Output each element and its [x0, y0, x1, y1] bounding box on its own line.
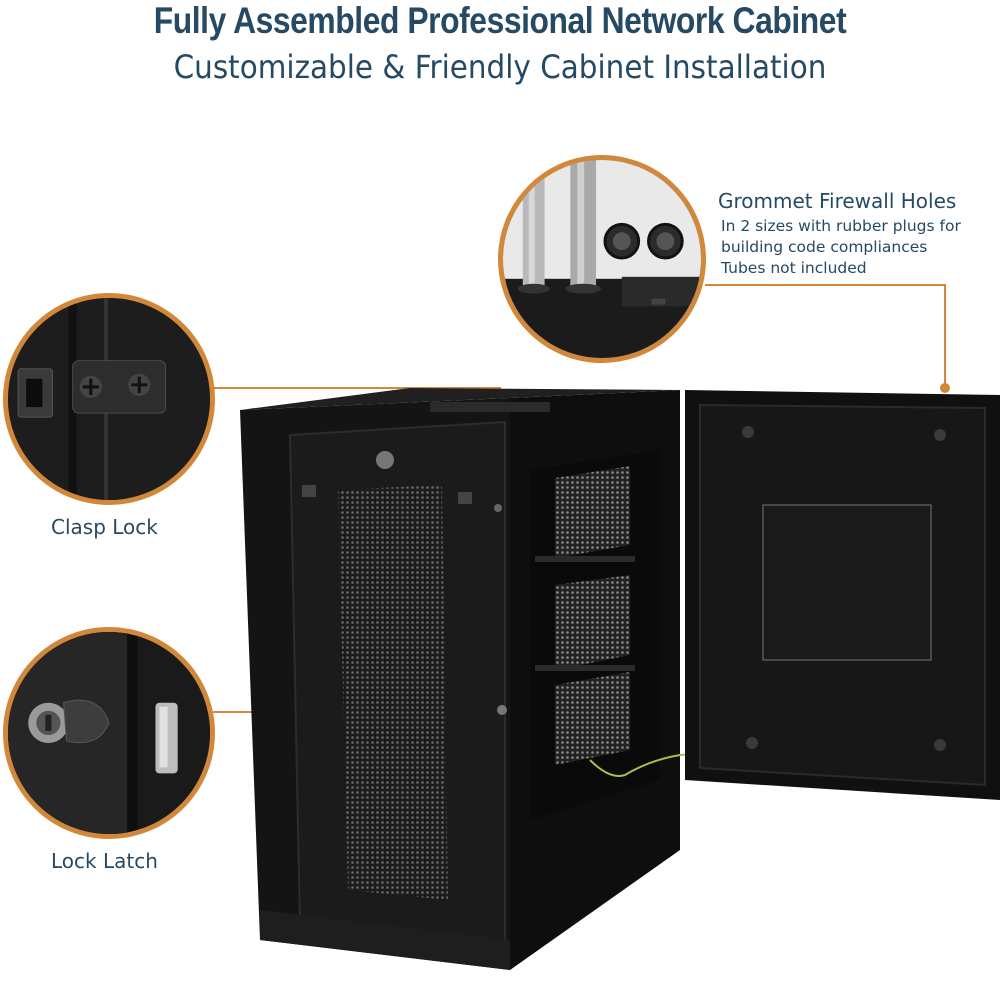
clasp-lock-illustration	[8, 298, 210, 500]
grommet-callout-image	[498, 155, 706, 363]
grommet-detail-illustration	[503, 160, 701, 358]
clasp-lock-callout-image	[3, 293, 215, 505]
grommet-desc-2: building code compliances	[721, 238, 928, 256]
network-cabinet-image	[230, 380, 1000, 980]
lock-latch-callout-image	[3, 627, 215, 839]
page-title: Fully Assembled Professional Network Cab…	[153, 0, 847, 41]
grommet-connector-line-v	[944, 284, 946, 386]
clasp-lock-label: Clasp Lock	[51, 515, 158, 539]
grommet-title: Grommet Firewall Holes	[718, 189, 957, 213]
grommet-desc-1: In 2 sizes with rubber plugs for	[721, 217, 961, 235]
grommet-connector-line-h	[705, 284, 945, 286]
grommet-connector-dot	[940, 383, 950, 393]
lock-latch-label: Lock Latch	[51, 849, 158, 873]
lock-latch-illustration	[8, 632, 210, 834]
cabinet-illustration	[240, 388, 1000, 970]
clasp-connector-line-h	[213, 387, 500, 389]
page-subtitle: Customizable & Friendly Cabinet Installa…	[173, 48, 827, 86]
grommet-desc-3: Tubes not included	[721, 259, 867, 277]
